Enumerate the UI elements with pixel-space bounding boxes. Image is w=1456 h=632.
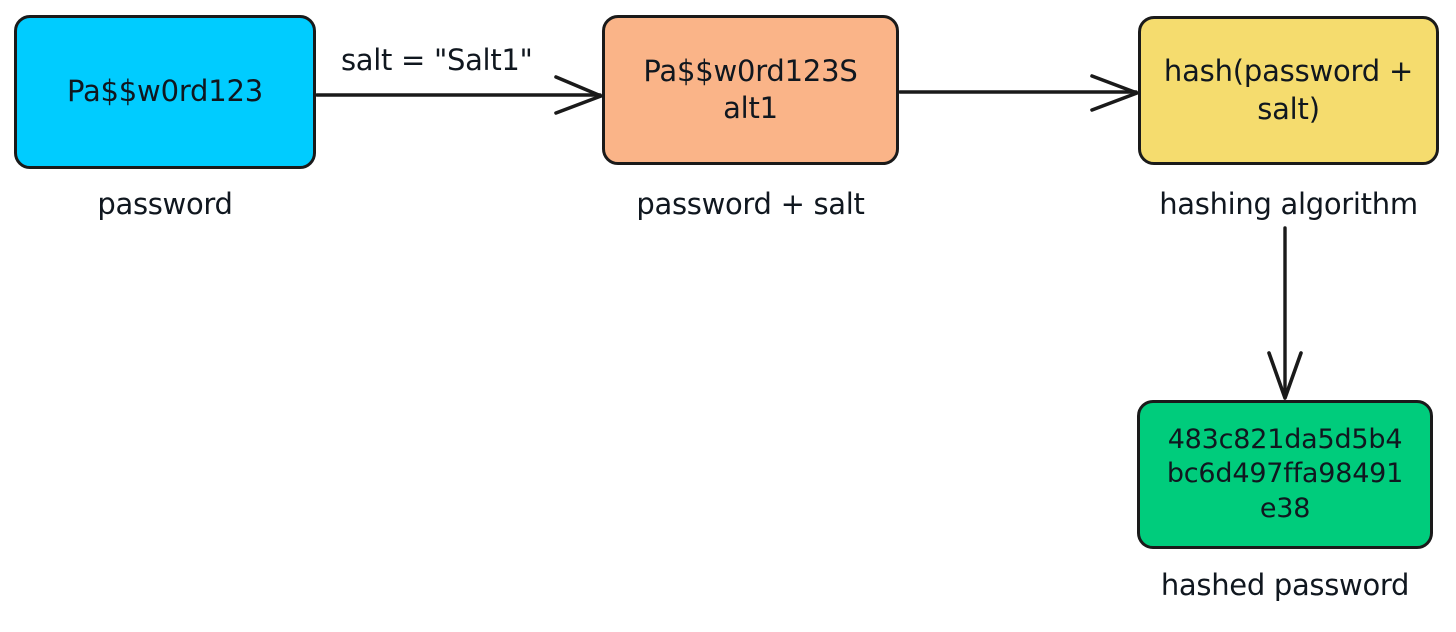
node-password-plus-salt[interactable]: Pa$$w0rd123S alt1 [602,15,899,165]
caption-password: password [97,187,233,221]
node-password[interactable]: Pa$$w0rd123 [14,15,316,169]
node-password-plus-salt-text: Pa$$w0rd123S alt1 [643,53,858,125]
caption-hashing-algorithm: hashing algorithm [1159,187,1418,221]
node-hashed-password-text: 483c821da5d5b4 bc6d497ffa98491 e38 [1166,423,1404,524]
caption-hashed-password: hashed password [1160,568,1410,602]
arrow-password-to-saltedpw [315,75,603,115]
node-hashed-password[interactable]: 483c821da5d5b4 bc6d497ffa98491 e38 [1137,400,1433,549]
node-hashing-algorithm-text: hash(password + salt) [1163,54,1414,126]
arrow-hashfn-to-hashout [1267,226,1303,400]
node-password-text: Pa$$w0rd123 [67,74,263,109]
edge-label-salt: salt = "Salt1" [341,43,533,77]
node-hashing-algorithm[interactable]: hash(password + salt) [1138,16,1439,165]
caption-password-plus-salt: password + salt [636,187,865,221]
arrow-saltedpw-to-hashfn [898,74,1139,112]
